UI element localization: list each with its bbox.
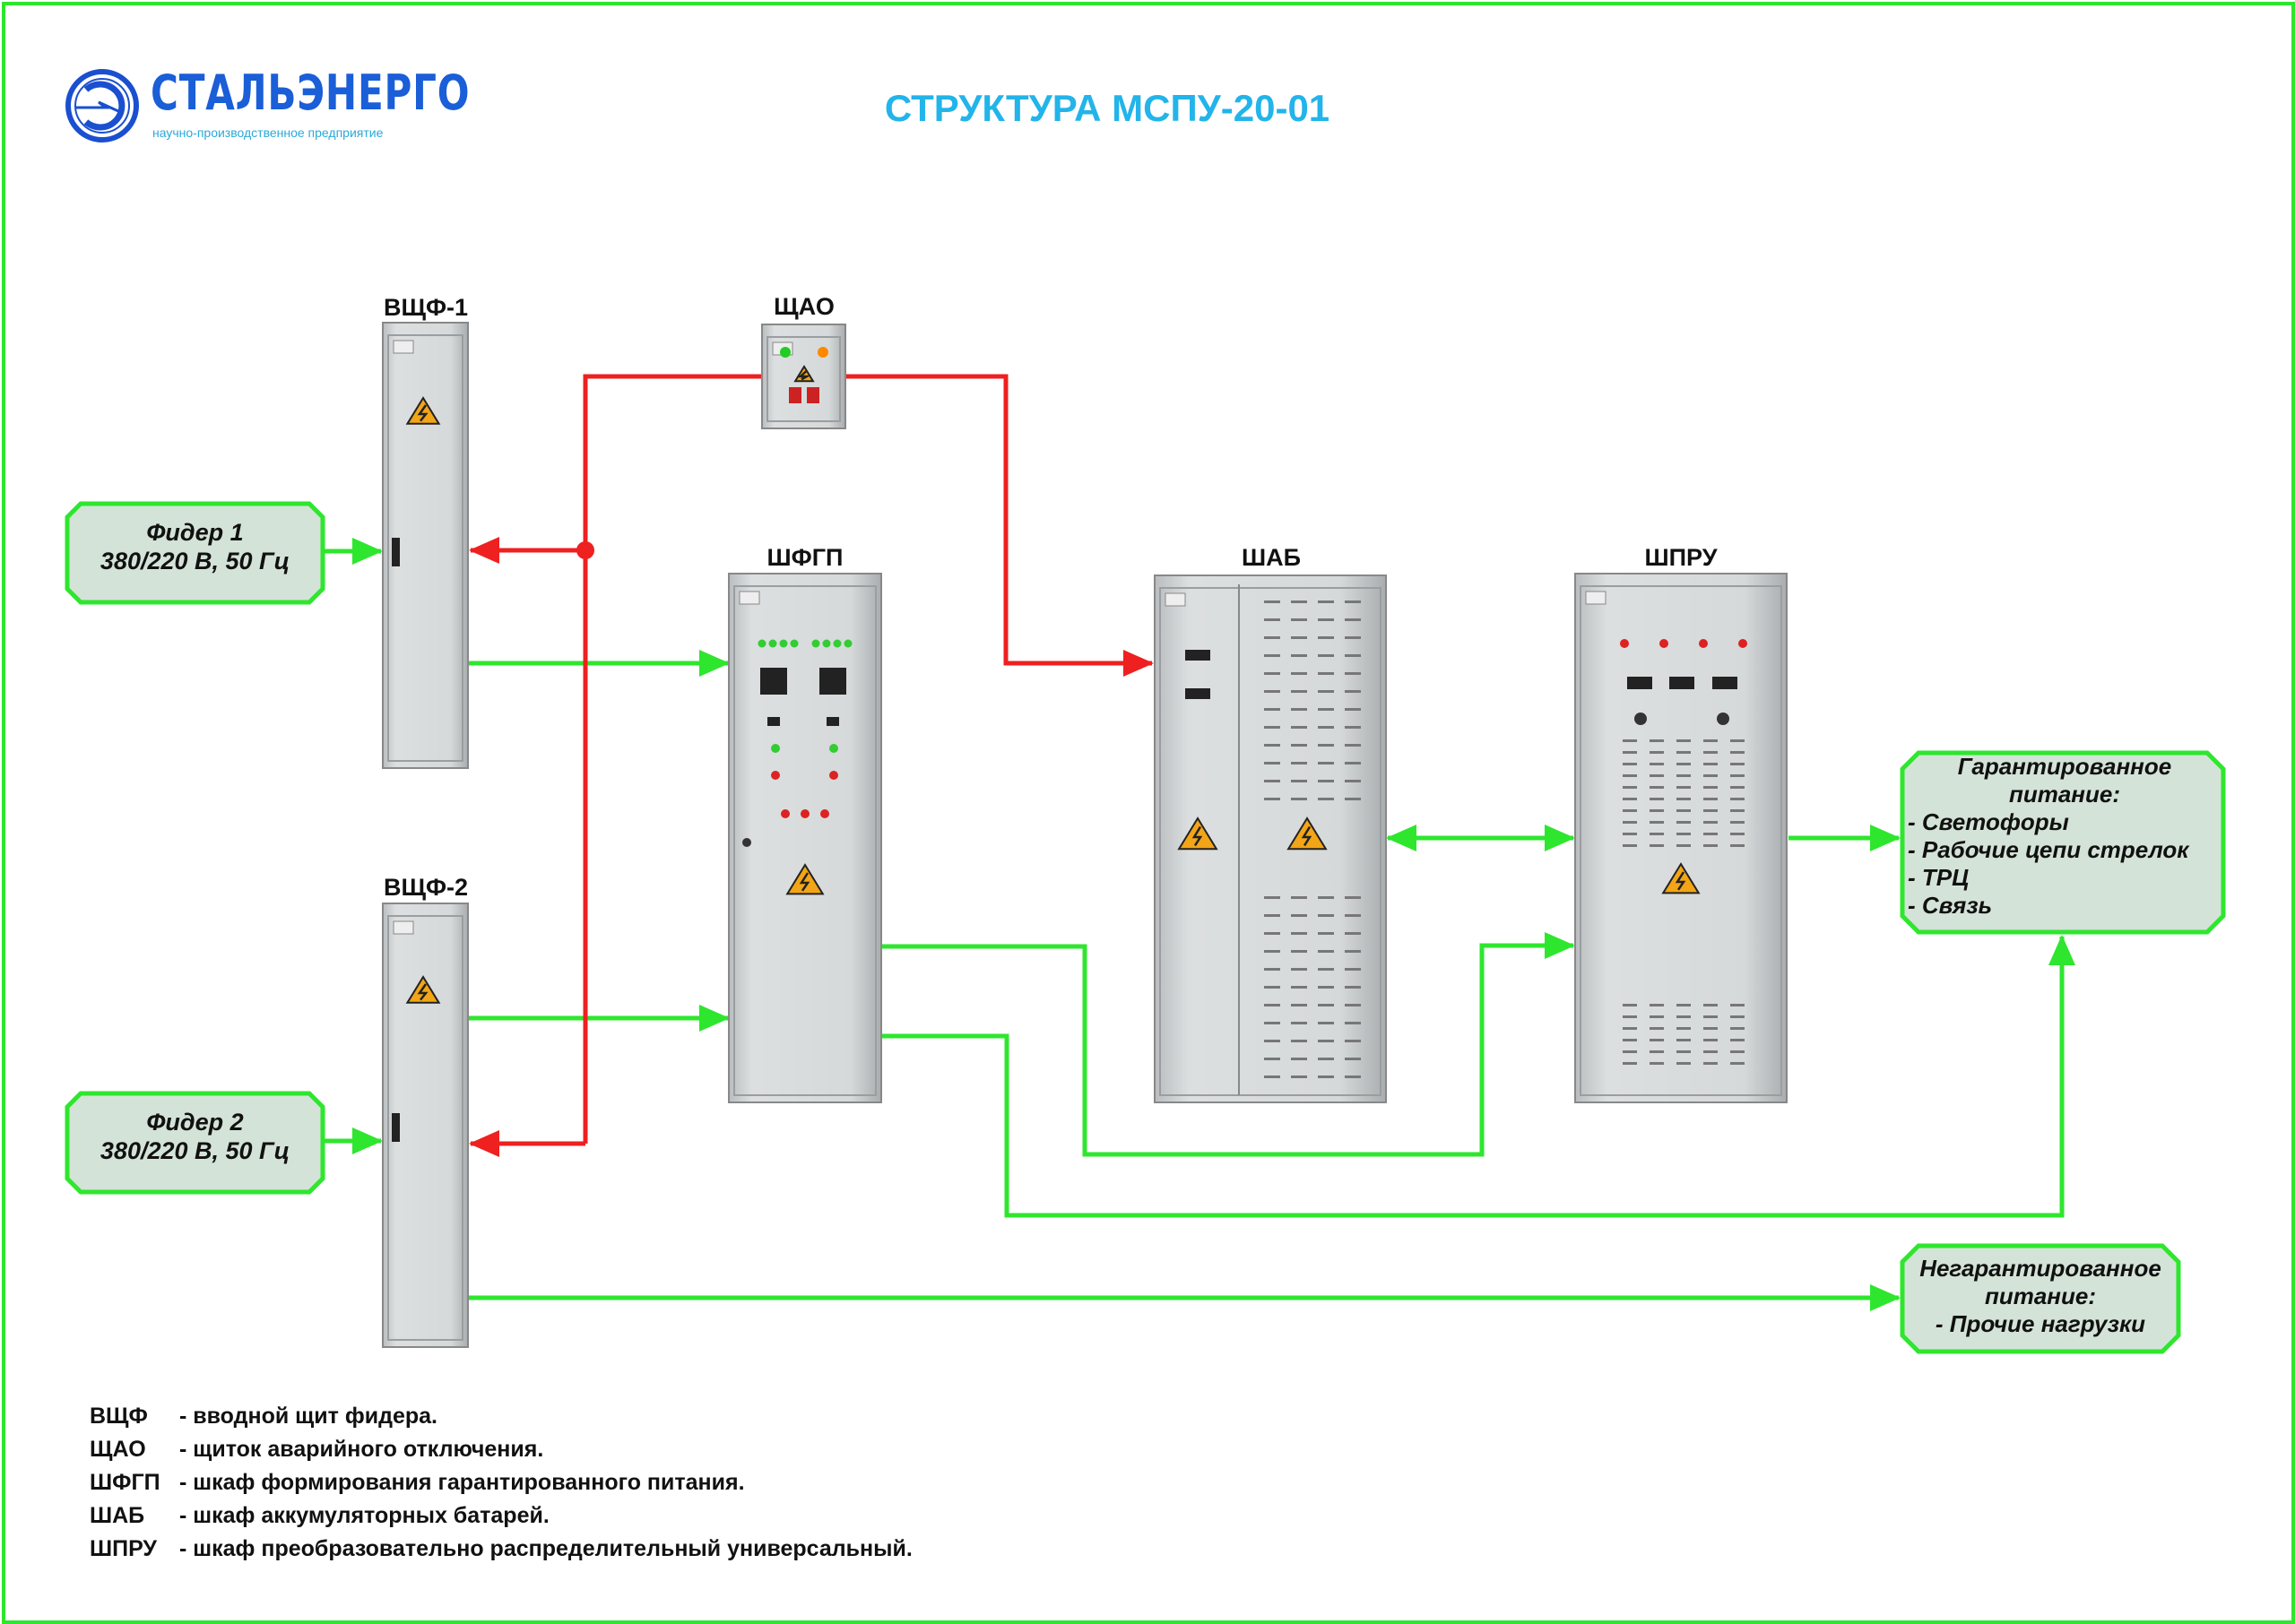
nonguaranteed-box [1900,1243,2181,1354]
warning-icon [785,863,825,895]
door-handle [392,1113,400,1142]
line-shao-shab [845,374,1154,677]
line-shfgp-guaranteed [881,935,2075,1218]
label-shfgp: ШФГП [767,544,844,571]
warning-icon [1661,862,1701,894]
cabinet-vshf2 [382,903,469,1348]
logo-emblem-icon [65,69,139,143]
label-vshf1: ВЩФ-1 [384,294,468,321]
feeder1-box [65,501,325,605]
door-handle [392,538,400,566]
logo-name: СТАЛЬЭНЕРГО [151,65,471,121]
legend: ВЩФ- вводной щит фидера. ЩАО- щиток авар… [90,1404,913,1569]
line-shfgp-shpru [881,932,1575,1157]
legend-row: ШФГП- шкаф формирования гарантированного… [90,1470,745,1495]
cabinet-vshf1 [382,322,469,769]
logo-subtitle: научно-производственное предприятие [152,125,384,140]
guaranteed-text: Гарантированное питание: - Светофоры - Р… [1908,753,2189,919]
cabinet-shab [1154,574,1387,1103]
page-title: СТРУКТУРА МСПУ-20-01 [884,87,1330,129]
label-shpru: ШПРУ [1645,544,1719,571]
cabinet-shao [761,324,846,429]
legend-row: ВЩФ- вводной щит фидера. [90,1404,437,1429]
warning-icon [405,396,441,425]
nonguaranteed-text: Негарантированное питание: - Прочие нагр… [1919,1255,2161,1337]
warning-icon [405,975,441,1004]
warning-icon [1286,816,1328,851]
guaranteed-box [1900,750,2226,935]
legend-row: ШПРУ- шкаф преобразовательно распределит… [90,1536,913,1561]
legend-row: ШАБ- шкаф аккумуляторных батарей. [90,1503,550,1528]
junction-dot [576,541,594,559]
cabinet-shpru [1574,573,1788,1103]
warning-icon [1177,816,1218,851]
legend-row: ЩАО- щиток аварийного отключения. [90,1437,544,1462]
label-shao: ЩАО [774,293,835,320]
label-vshf2: ВЩФ-2 [384,874,468,901]
cabinet-shfgp [728,573,882,1103]
warning-icon [793,365,815,383]
feeder2-box [65,1091,325,1195]
label-shab: ШАБ [1242,544,1301,571]
line-shao-bus [583,374,762,1144]
